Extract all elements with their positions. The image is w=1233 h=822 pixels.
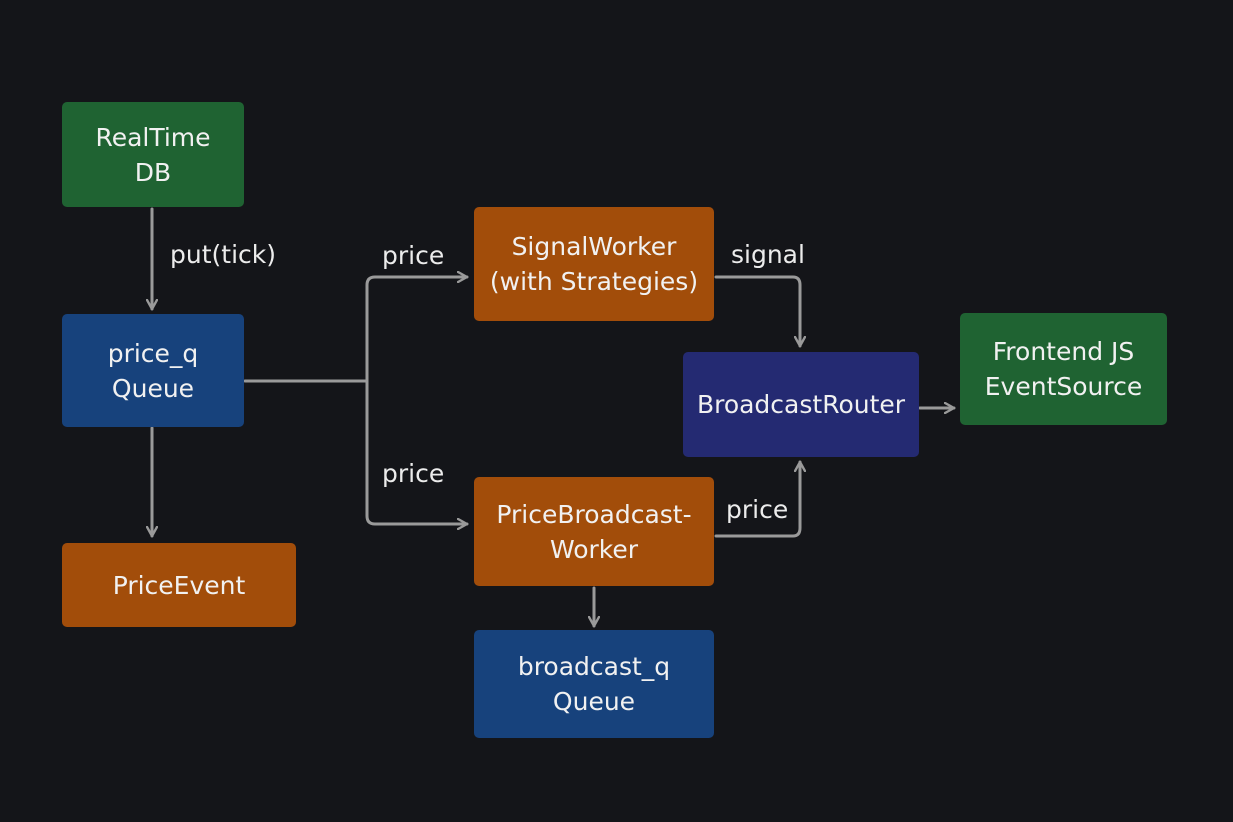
arrow-queue-to-price-broadcast-worker — [365, 379, 469, 524]
signal-worker-label-line-2: (with Strategies) — [489, 267, 699, 296]
price-event-node: PriceEvent — [62, 543, 296, 627]
realtime-db-label-line-2: DB — [134, 157, 172, 187]
edge-label-put-tick: put(tick) — [170, 240, 276, 269]
frontend-label-line-2: EventSource — [984, 372, 1143, 401]
realtime-db-label-line-1: RealTime — [95, 122, 211, 152]
broadcast-q-label-line-1: broadcast_q — [517, 652, 671, 681]
price-q-label-line-2: Queue — [111, 373, 195, 403]
frontend-label-line-1: Frontend JS — [992, 337, 1135, 366]
frontend-node: Frontend JS EventSource — [960, 313, 1167, 425]
signal-worker-node: SignalWorker (with Strategies) — [474, 207, 714, 321]
price-broadcast-worker-label-line-1: PriceBroadcast- — [496, 499, 692, 529]
edge-label-price-to-signal-worker: price — [382, 241, 445, 270]
arrow-queue-to-signal-worker — [365, 277, 469, 383]
realtime-db-node: RealTime DB — [62, 102, 244, 207]
price-broadcast-worker-label-line-2: Worker — [549, 534, 639, 564]
arrow-signal-worker-to-router — [714, 275, 800, 348]
price-q-node: price_q Queue — [62, 314, 244, 427]
price-q-label-line-1: price_q — [107, 338, 199, 368]
edge-label-price-to-router: price — [726, 495, 789, 524]
broadcast-q-label-line-2: Queue — [552, 687, 636, 716]
arrow-price-broadcast-worker-to-router — [714, 460, 800, 538]
broadcast-router-node: BroadcastRouter — [683, 352, 919, 457]
signal-worker-label-line-1: SignalWorker — [511, 232, 677, 261]
price-broadcast-worker-node: PriceBroadcast- Worker — [474, 477, 714, 586]
edge-label-price-to-price-broadcast-worker: price — [382, 459, 445, 488]
price-event-label: PriceEvent — [112, 570, 246, 600]
edge-label-signal: signal — [731, 240, 805, 269]
broadcast-router-label: BroadcastRouter — [696, 390, 906, 419]
broadcast-q-node: broadcast_q Queue — [474, 630, 714, 738]
